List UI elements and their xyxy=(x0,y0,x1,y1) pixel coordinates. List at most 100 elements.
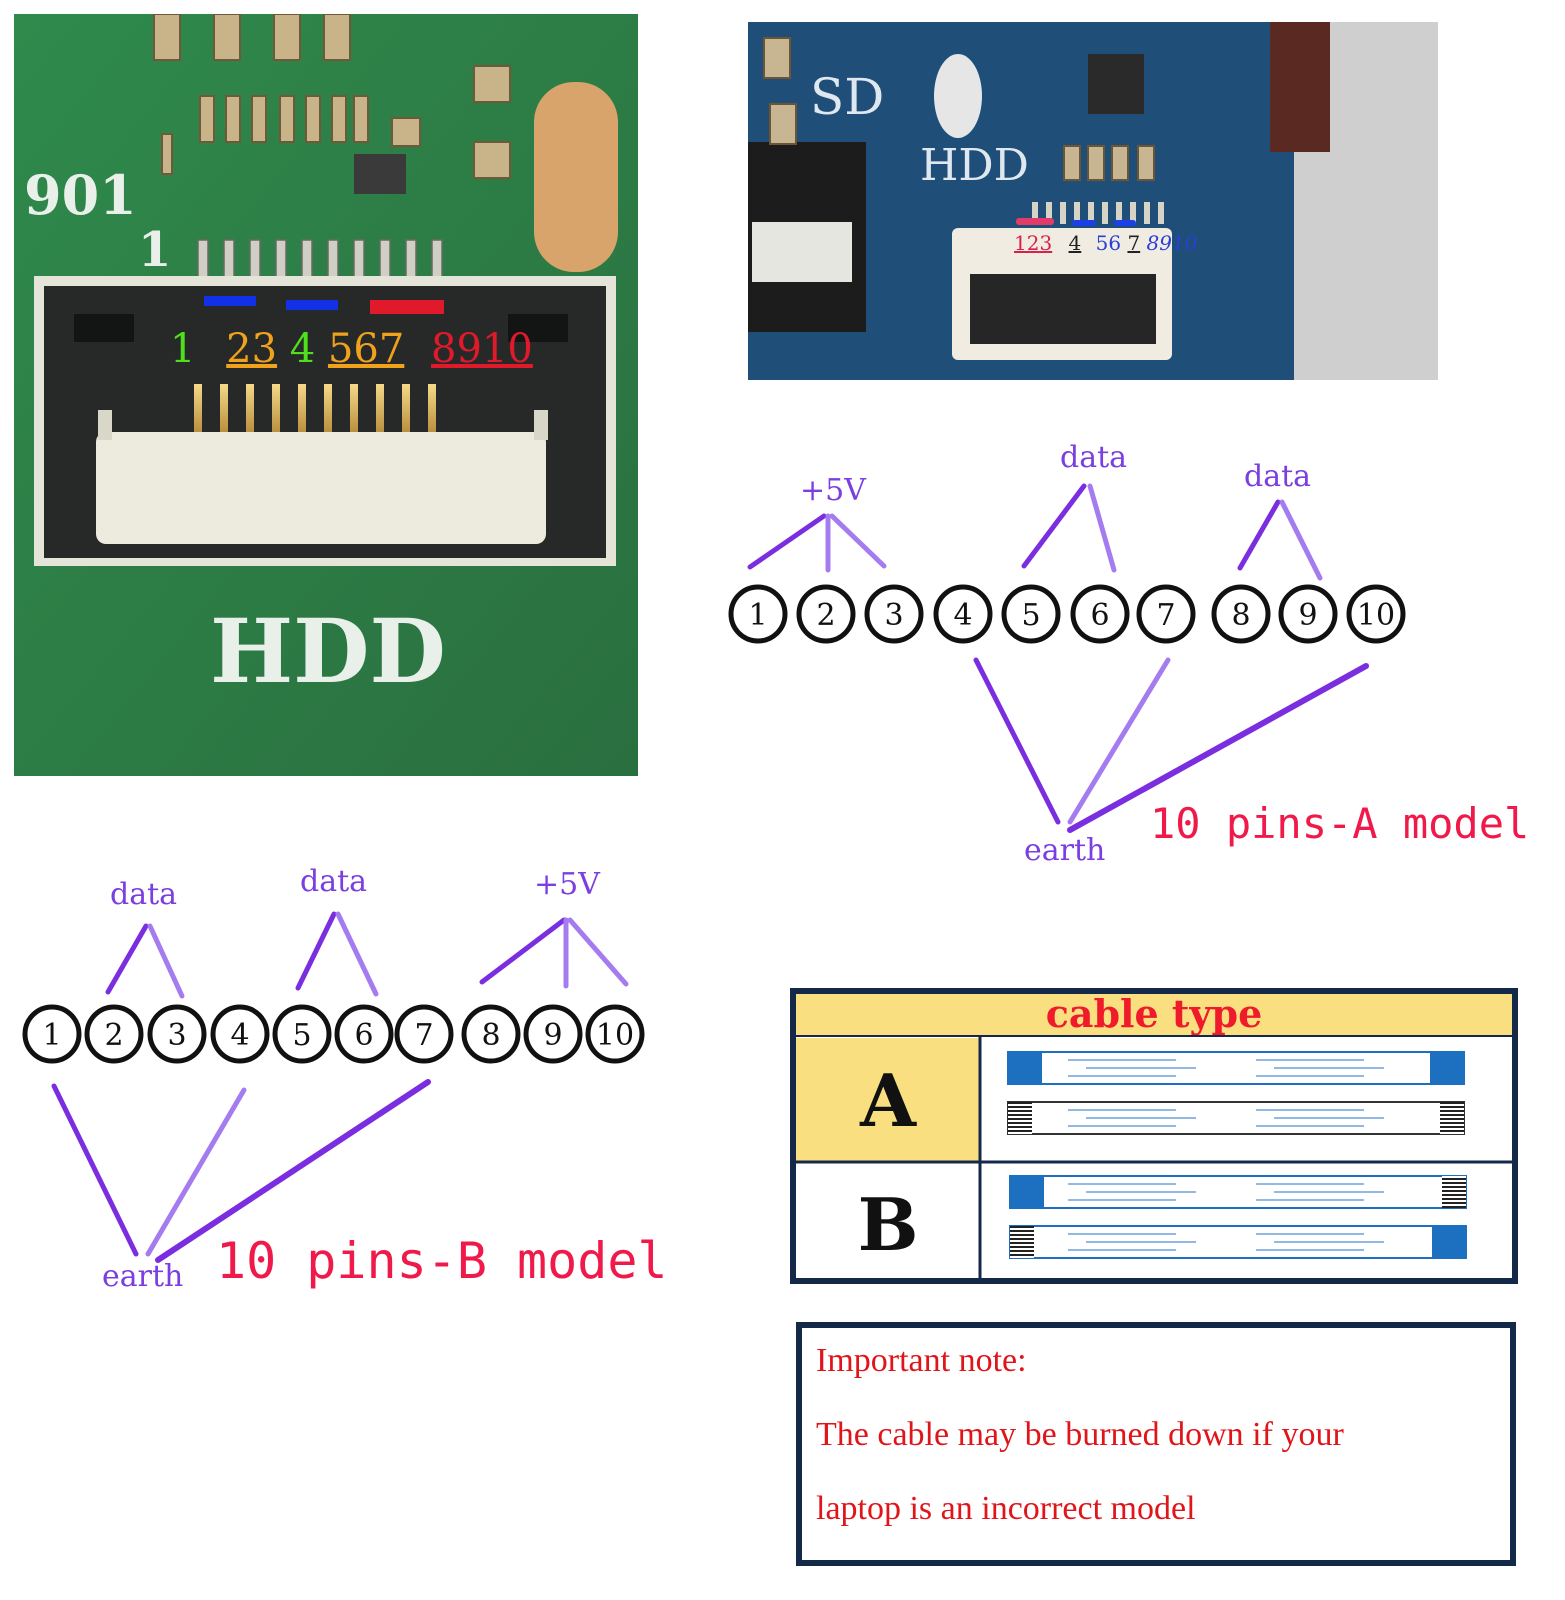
diagram-a-pin-label-7: 7 xyxy=(1156,598,1175,633)
connector-photo-right-drawing: SD HDD 123 4 56 7 8910 xyxy=(748,22,1438,380)
pin-label-8910: 8910 xyxy=(431,326,533,372)
ic-chip xyxy=(1088,54,1144,114)
diagram-b-pin-label-5: 5 xyxy=(292,1018,311,1053)
diagram-a-pin-label-4: 4 xyxy=(953,598,972,633)
silk-code: 901 xyxy=(24,163,137,227)
diagram-b-pin-label-2: 2 xyxy=(104,1018,123,1053)
diagram-b-connector-lines xyxy=(51,911,629,1263)
pin-label-right-4: 4 xyxy=(1069,231,1082,255)
connector-opening xyxy=(970,274,1156,344)
diagram-a-pin-2 xyxy=(796,584,856,644)
diagram-a-pin-1 xyxy=(728,584,788,644)
cable-fine-print xyxy=(1068,1059,1384,1251)
diagram-a-line-5 xyxy=(1087,483,1117,573)
label-data-b-1: data xyxy=(110,877,177,912)
connector-photo-left-drawing: 901 1 1 2 xyxy=(14,14,638,776)
label-5v-a: +5V xyxy=(800,473,867,508)
gold-contacts xyxy=(194,384,436,436)
diagram-b-line-8 xyxy=(51,1083,139,1257)
diagram-a-pin-label-8: 8 xyxy=(1231,598,1250,633)
label-5v-b: +5V xyxy=(534,867,601,902)
diagram-b-pin-label-7: 7 xyxy=(414,1018,433,1053)
pin-label-right-8910: 8910 xyxy=(1147,231,1198,255)
label-earth-b: earth xyxy=(102,1259,183,1294)
row-b-label: B xyxy=(858,1182,919,1267)
diagram-a-pin-7 xyxy=(1136,584,1196,644)
table-header: cable type xyxy=(1046,994,1263,1036)
pin-label-row: 1 23 4 567 8910 xyxy=(170,326,533,372)
connector-slot-right xyxy=(508,314,568,342)
diagram-a-line-6 xyxy=(1237,499,1281,571)
diagram-b-pin-5 xyxy=(272,1004,332,1064)
note-line-1: The cable may be burned down if your xyxy=(816,1416,1344,1453)
diagram-b-pin-label-6: 6 xyxy=(354,1018,373,1053)
connector-photo-left: 901 1 1 2 xyxy=(14,14,638,776)
diagram-a-pin-6 xyxy=(1070,584,1130,644)
diagram-a-pin-label-2: 2 xyxy=(816,598,835,633)
pin-label-23: 23 xyxy=(226,326,277,372)
smd-components-top xyxy=(153,14,511,179)
diagram-a-pin-label-3: 3 xyxy=(884,598,903,633)
diagram-a-pin-label-10: 10 xyxy=(1357,598,1395,633)
note-line-2: laptop is an incorrect model xyxy=(816,1490,1196,1527)
diagram-b-line-9 xyxy=(145,1087,247,1257)
label-earth-a: earth xyxy=(1024,833,1105,868)
diagram-b-line-2 xyxy=(147,923,185,999)
latch-tab-right xyxy=(534,410,548,440)
red-bar xyxy=(370,300,444,314)
diagram-a-pin-5 xyxy=(1001,584,1061,644)
pin-label-4: 4 xyxy=(290,326,315,372)
diagram-a-pin-3 xyxy=(864,584,924,644)
pin-label-right-56: 56 xyxy=(1096,231,1121,255)
red-bar-right xyxy=(1016,218,1054,225)
solder-blob xyxy=(934,54,982,138)
cable-a-ribbon-2 xyxy=(1007,1101,1465,1135)
cable-b-ribbon-1 xyxy=(1009,1175,1467,1209)
connector-photo-right: SD HDD 123 4 56 7 8910 xyxy=(748,22,1438,380)
blue-bar-2 xyxy=(286,300,338,310)
cable-a-ribbon-1 xyxy=(1007,1051,1465,1085)
model-title-b: 10 pins-B model xyxy=(216,1232,668,1290)
connector-slot-left xyxy=(74,314,134,342)
table-header-bg xyxy=(796,994,1512,1036)
label-data-a-1: data xyxy=(1060,440,1127,475)
diagram-b-pin-4 xyxy=(210,1004,270,1064)
diagram-b-pin-label-8: 8 xyxy=(481,1018,500,1053)
diagram-a-pin-label-6: 6 xyxy=(1090,598,1109,633)
diagram-a-line-4 xyxy=(1021,483,1087,569)
diagram-b-line-10 xyxy=(155,1079,431,1263)
diagram-a-line-1 xyxy=(747,513,827,570)
diagram-a-connector-lines xyxy=(747,483,1369,833)
pin-label-1: 1 xyxy=(170,326,195,372)
diagram-b-line-1 xyxy=(105,923,149,995)
diagram-b-pin-3 xyxy=(147,1004,207,1064)
diagram-b-line-7 xyxy=(567,917,629,987)
diagram-b-pin-1 xyxy=(22,1004,82,1064)
pin-label-row-right: 123 4 56 7 8910 xyxy=(1014,231,1198,255)
model-title-a: 10 pins-A model xyxy=(1150,799,1529,848)
silk-pin1-mark: 1 xyxy=(138,222,171,278)
diagram-a-pin-label-9: 9 xyxy=(1298,598,1317,633)
diagram-b-line-5 xyxy=(479,917,567,985)
cable-b-ribbon-2 xyxy=(1009,1225,1467,1259)
cable-type-table-drawing: cable type A B xyxy=(796,991,1512,1278)
diagram-a-pin-label-1: 1 xyxy=(748,598,767,633)
diagram-b-pin-label-1: 1 xyxy=(42,1018,61,1053)
diagram-a-line-7 xyxy=(1279,499,1323,581)
latch-tab-left xyxy=(98,410,112,440)
diagram-a-line-9 xyxy=(1067,657,1171,825)
diagram-a-line-10 xyxy=(1067,663,1369,833)
blue-bar-right-2 xyxy=(1114,220,1136,226)
diagram-b-pin-7 xyxy=(394,1004,454,1064)
diagram-b-line-4 xyxy=(335,911,379,997)
diagram-b-pin-6 xyxy=(334,1004,394,1064)
diagram-a-pin-9 xyxy=(1278,584,1338,644)
diagram-b-pin-label-10: 10 xyxy=(596,1018,634,1053)
blue-bar-right-1 xyxy=(1072,220,1096,226)
note-title: Important note: xyxy=(816,1342,1027,1379)
pin-label-right-7: 7 xyxy=(1127,231,1140,255)
diagram-b-pin-9 xyxy=(523,1004,583,1064)
